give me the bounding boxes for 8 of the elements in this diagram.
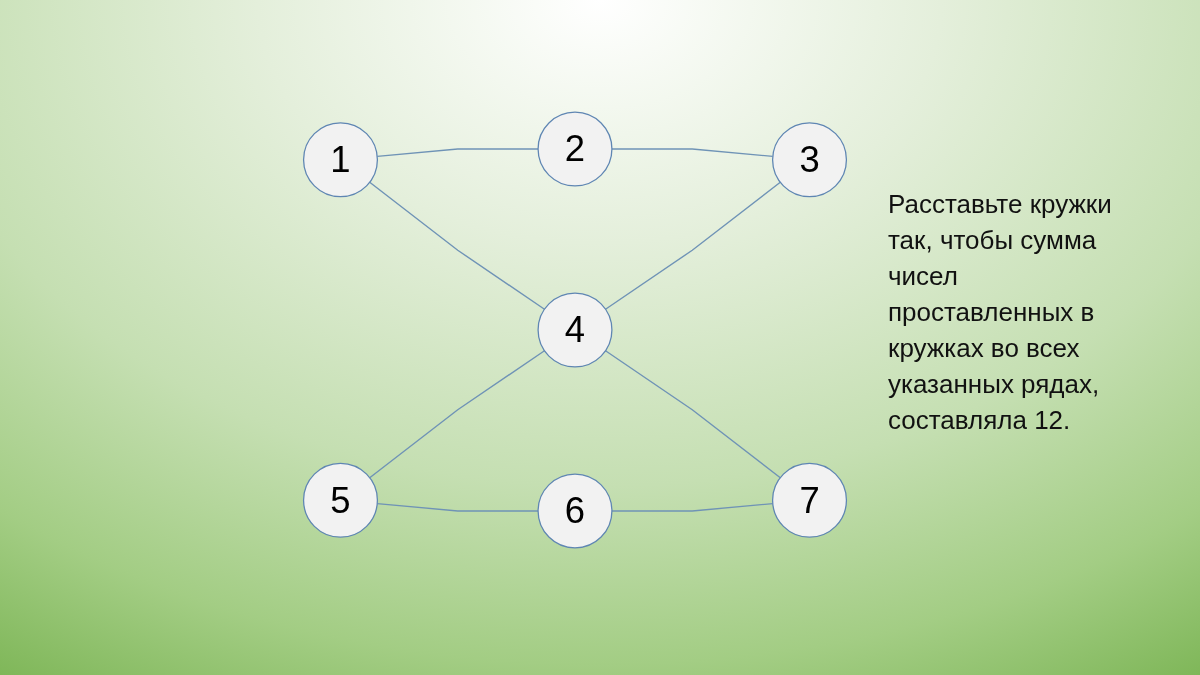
number-circle: 1 bbox=[302, 122, 379, 198]
number-circle: 2 bbox=[537, 111, 613, 187]
number-circle: 6 bbox=[537, 473, 613, 549]
instruction-text: Расставьте кружки так, чтобы сумма чисел проставленных в кружках во всех указанных рядах, составляла 12. bbox=[888, 188, 1113, 437]
number-circle: 3 bbox=[771, 122, 848, 198]
number-circle: 7 bbox=[771, 462, 848, 538]
number-circle: 4 bbox=[537, 292, 613, 368]
number-circle: 5 bbox=[302, 462, 379, 538]
